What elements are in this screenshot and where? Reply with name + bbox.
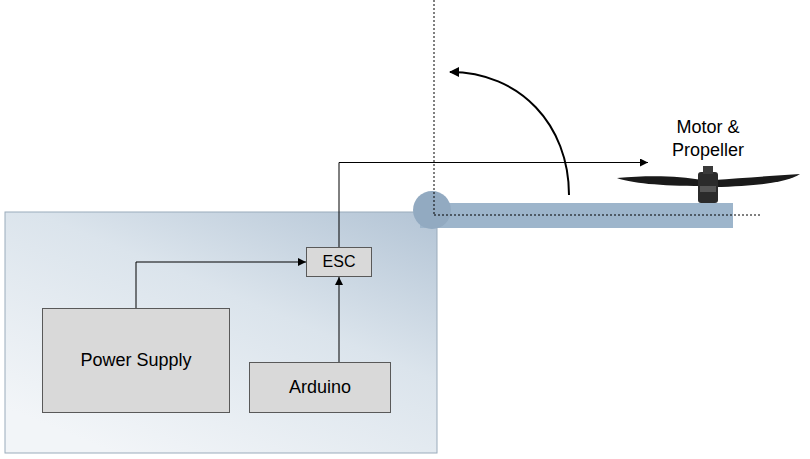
vertical-reference [434,0,435,215]
arduino-box: Arduino [249,362,391,413]
box-label: Power Supply [80,349,191,372]
pivot [413,191,451,229]
box-label: Arduino [289,376,351,399]
horizontal-reference [434,215,762,216]
power-supply-box: Power Supply [42,308,230,413]
rotation-arrow [450,72,569,195]
box-label: ESC [323,252,356,272]
signal-wire [136,262,306,308]
motor-label: Motor & Propeller [648,112,768,213]
signal-wire [339,163,648,248]
signal-wire [339,277,340,362]
esc-box: ESC [306,247,372,277]
part-label: Motor & Propeller [652,116,764,161]
base-panel [5,212,437,453]
propeller [617,166,800,203]
